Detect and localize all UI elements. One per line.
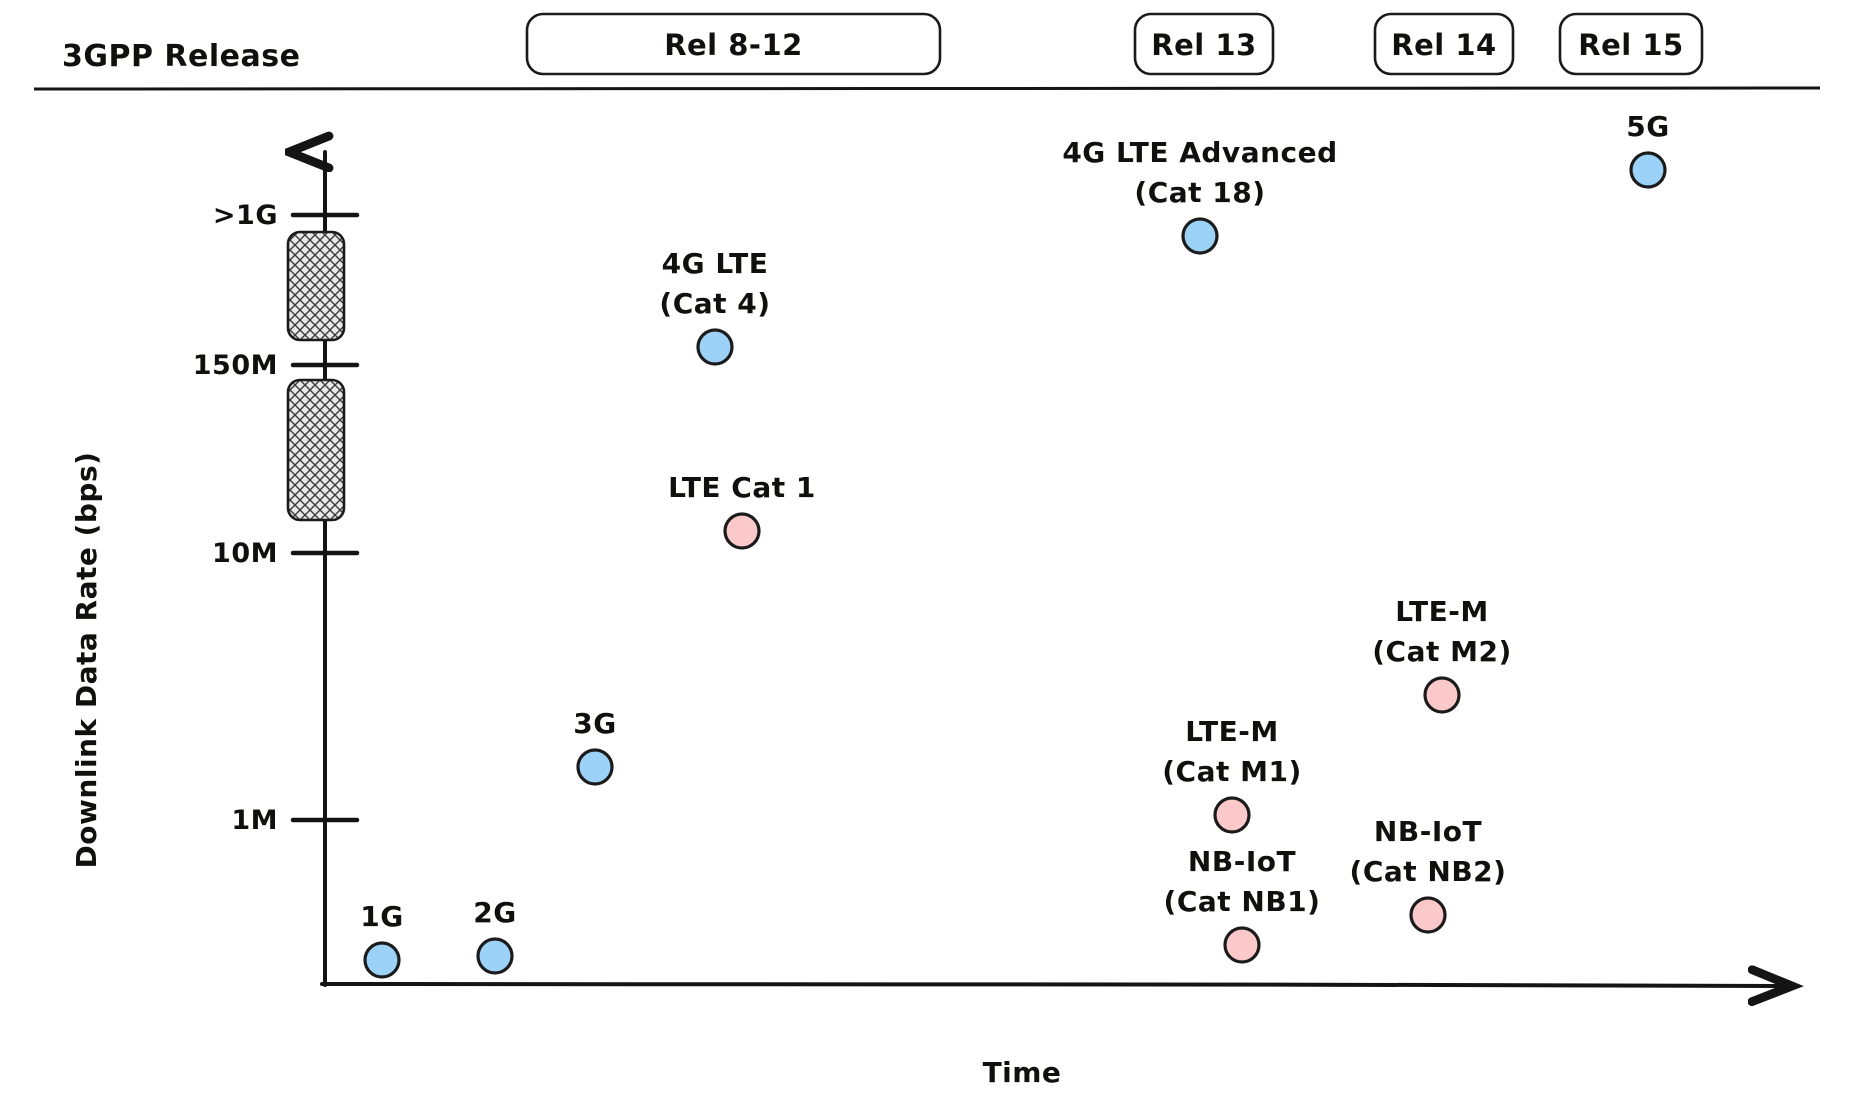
- y-axis-title: Downlink Data Rate (bps): [70, 452, 103, 869]
- y-tick-label: >1G: [213, 200, 278, 231]
- y-tick-group: >1G 150M 10M 1M: [193, 200, 360, 836]
- x-axis: [320, 984, 1788, 986]
- data-point-label: LTE-M: [1395, 595, 1488, 628]
- data-point-label: (Cat NB2): [1350, 855, 1507, 888]
- data-point-marker[interactable]: [1213, 796, 1251, 834]
- data-point-marker[interactable]: [1223, 926, 1261, 964]
- data-point-label: 3G: [573, 707, 616, 740]
- data-point-label: 2G: [473, 896, 516, 929]
- data-point-marker[interactable]: [1181, 217, 1219, 255]
- data-point-marker[interactable]: [723, 512, 761, 550]
- data-point-marker[interactable]: [576, 748, 614, 786]
- y-tick-label: 10M: [212, 538, 278, 569]
- data-point-label: LTE-M: [1185, 715, 1278, 748]
- release-label: Rel 13: [1151, 28, 1256, 62]
- x-axis-title: Time: [983, 1056, 1062, 1089]
- data-point-marker[interactable]: [363, 941, 401, 979]
- data-point-label: LTE Cat 1: [668, 471, 816, 504]
- data-point-label: 4G LTE: [662, 247, 769, 280]
- data-point-label: NB-IoT: [1374, 815, 1482, 848]
- data-point-label: 4G LTE Advanced: [1062, 136, 1337, 169]
- data-point-label: 5G: [1626, 110, 1669, 143]
- data-point-marker[interactable]: [1409, 896, 1447, 934]
- release-band: Rel 8-12 Rel 13 Rel 14 Rel 15: [525, 12, 1704, 76]
- data-point-label: (Cat M1): [1162, 755, 1302, 788]
- data-point-label: (Cat 18): [1134, 176, 1265, 209]
- release-box[interactable]: [1373, 12, 1515, 76]
- release-label: Rel 15: [1578, 28, 1683, 62]
- axis-break-group: [286, 230, 346, 522]
- release-label: Rel 14: [1391, 28, 1496, 62]
- release-box[interactable]: [525, 12, 942, 76]
- data-point-marker[interactable]: [476, 937, 514, 975]
- data-point-label: (Cat NB1): [1164, 885, 1321, 918]
- data-point-label: (Cat M2): [1372, 635, 1512, 668]
- header-divider: [33, 86, 1821, 91]
- y-tick-label: 1M: [231, 805, 278, 836]
- header-label: 3GPP Release: [62, 39, 300, 74]
- data-point-label: (Cat 4): [659, 287, 770, 320]
- release-box[interactable]: [1133, 12, 1275, 76]
- data-point-label: 1G: [360, 900, 403, 933]
- release-box[interactable]: [1558, 12, 1704, 76]
- axis-break-marker: [286, 230, 346, 342]
- axis-break-marker: [286, 378, 346, 522]
- data-point-marker[interactable]: [1423, 676, 1461, 714]
- data-point-label: NB-IoT: [1188, 845, 1296, 878]
- y-tick-label: 150M: [193, 350, 278, 381]
- data-point-marker[interactable]: [1629, 151, 1667, 189]
- data-point-group: 1G 2G 3G 4G LTE (Cat 4) 4G LTE Advanced (Cat 1…: [360, 110, 1669, 979]
- release-label: Rel 8-12: [664, 28, 803, 62]
- data-point-marker[interactable]: [696, 328, 734, 366]
